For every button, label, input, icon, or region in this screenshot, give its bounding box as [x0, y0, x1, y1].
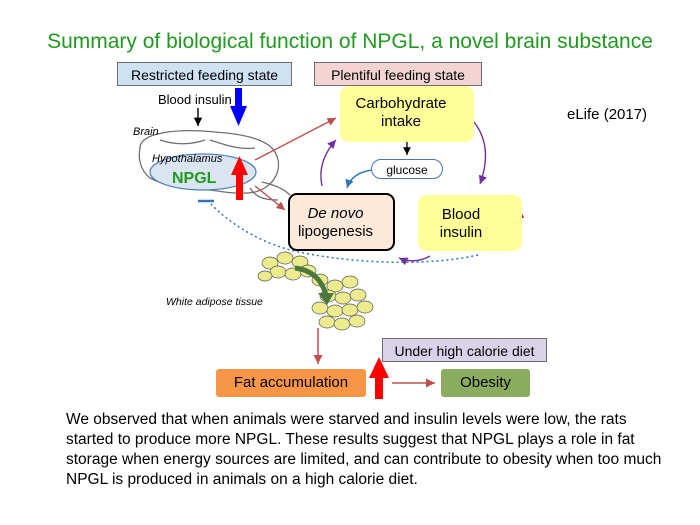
lipogenesis-to-carbohydrate-arrow — [320, 139, 337, 187]
blood-insulin-line-2: insulin — [439, 224, 483, 241]
insulin-down-arrow — [230, 88, 247, 126]
brain-label: Brain — [133, 126, 159, 138]
glucose-to-lipogenesis-arrow — [345, 169, 373, 189]
hypothalamus-label: Hypothalamus — [152, 153, 223, 165]
npgl-to-carbohydrate-arrow — [254, 117, 337, 161]
hypothalamus-region — [149, 153, 257, 191]
blood-insulin-line-1: Blood — [441, 206, 481, 223]
adipose-label: White adipose tissue — [166, 296, 263, 308]
restricted-feeding-tag: Restricted feeding state — [117, 62, 292, 86]
carbohydrate-to-blood-arrow — [473, 121, 487, 185]
blood-to-lipogenesis-arrow — [398, 255, 431, 266]
lipogenesis-node: De novo lipogenesis — [288, 193, 395, 251]
plentiful-feeding-tag: Plentiful feeding state — [314, 62, 482, 86]
diagram-title: Summary of biological function of NPGL, … — [47, 30, 653, 53]
glucose-node: glucose — [371, 159, 443, 179]
caption-text: We observed that when animals were starv… — [66, 411, 662, 488]
npgl-up-arrow — [231, 156, 248, 200]
carbohydrate-line-2: intake — [380, 113, 422, 130]
npgl-label: NPGL — [172, 170, 217, 187]
lipogenesis-line-2: lipogenesis — [297, 223, 374, 240]
adipose-illustration — [257, 251, 374, 331]
high-calorie-diet-tag: Under high calorie diet — [382, 338, 547, 362]
npgl-to-lipogenesis-arrow — [254, 185, 286, 211]
adipose-green-arrowhead — [318, 293, 334, 305]
blood-insulin-label: Blood insulin — [158, 92, 232, 107]
high-calorie-up-arrow — [369, 357, 389, 399]
blood-insulin-node: Blood insulin — [418, 195, 522, 251]
obesity-node: Obesity — [441, 369, 530, 397]
citation: eLife (2017) — [567, 106, 648, 123]
carbohydrate-line-1: Carbohydrate — [355, 95, 447, 112]
brain-illustration — [138, 130, 291, 201]
carbohydrate-intake-node: Carbohydrate intake — [340, 86, 474, 142]
fat-accumulation-node: Fat accumulation — [216, 369, 366, 397]
lipogenesis-line-1: De novo — [307, 205, 364, 222]
adipose-green-arrow — [294, 265, 329, 296]
